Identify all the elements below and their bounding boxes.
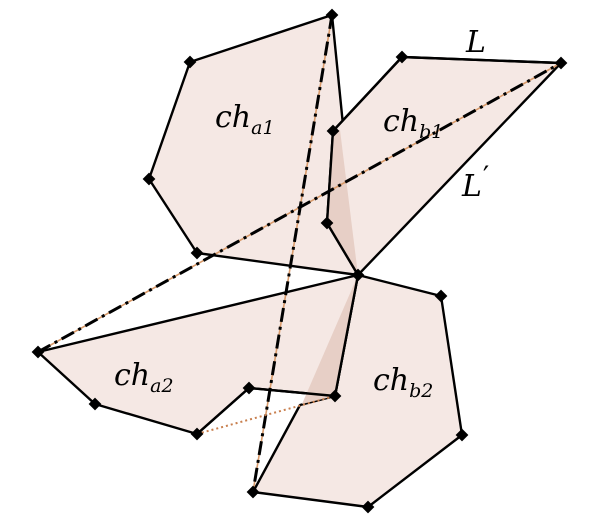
overlap-region-lower xyxy=(302,275,358,404)
vertex-marker xyxy=(395,50,409,64)
vertex-marker xyxy=(190,427,204,441)
vertex-marker xyxy=(361,500,375,514)
label-ch-b2: chb2 xyxy=(373,363,433,402)
edge-b1-left xyxy=(325,56,403,276)
vertex-marker xyxy=(31,345,45,359)
line-L-edge xyxy=(401,55,562,65)
dashdot-line-a2-b1 xyxy=(37,61,562,354)
label-ch-a1: cha1 xyxy=(215,100,275,139)
label-ch-b1: chb1 xyxy=(383,104,443,143)
vertex-marker xyxy=(242,381,256,395)
vertex-marker xyxy=(320,216,334,230)
edge-a2-inner xyxy=(196,274,360,435)
vertex-marker xyxy=(326,124,340,138)
vertex-marker xyxy=(328,389,342,403)
vertex-marker xyxy=(246,485,260,499)
vertex-marker xyxy=(142,172,156,186)
polygon-ch-b2 xyxy=(251,273,464,509)
vertex-marker xyxy=(455,428,469,442)
label-line-L: L xyxy=(465,25,486,60)
vertex-marker xyxy=(351,268,365,282)
polygon-ch-b1 xyxy=(325,55,563,277)
vertex-marker xyxy=(190,246,204,260)
vertex-marker xyxy=(88,397,102,411)
overlap-region-upper xyxy=(327,130,358,275)
label-ch-a2: cha2 xyxy=(114,358,174,397)
vertex-marker xyxy=(183,55,197,69)
label-line-L-prime: L′ xyxy=(461,160,489,204)
accent-line-a1-b2 xyxy=(252,14,333,493)
vertex-marker xyxy=(434,289,448,303)
vertex-marker xyxy=(325,8,339,22)
dotted-line-a2 xyxy=(196,395,336,435)
